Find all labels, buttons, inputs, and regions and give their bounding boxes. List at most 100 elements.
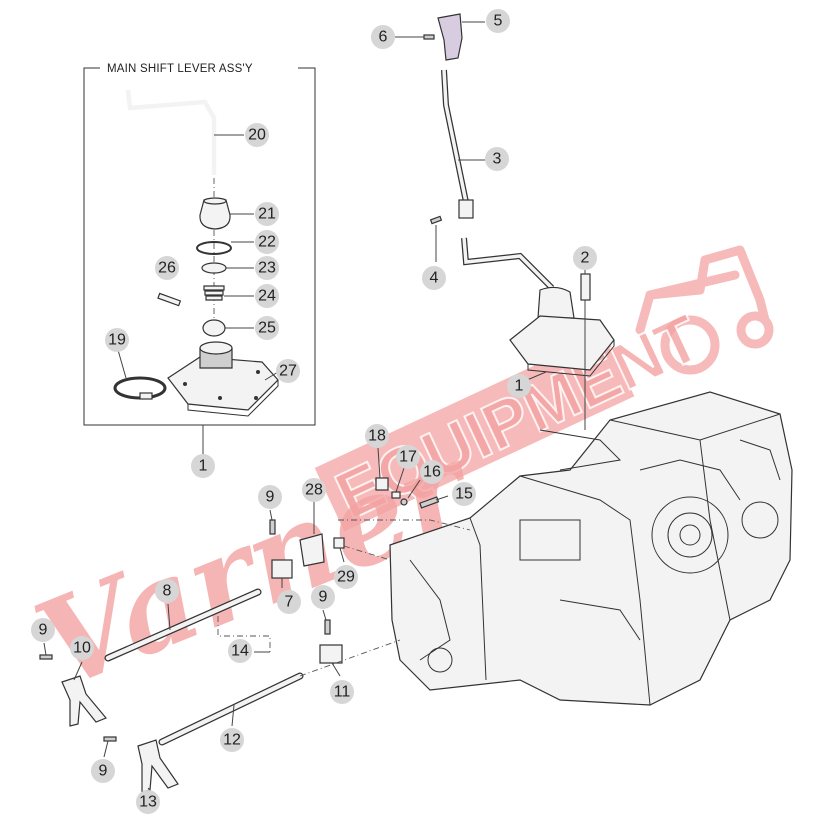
part-13-shift-fork bbox=[137, 739, 179, 793]
callout-18: 18 bbox=[365, 424, 389, 448]
callout-29: 29 bbox=[334, 565, 358, 589]
svg-text:3: 3 bbox=[493, 151, 502, 168]
part-18-bracket bbox=[375, 477, 389, 491]
svg-text:7: 7 bbox=[285, 594, 294, 611]
svg-text:19: 19 bbox=[108, 332, 126, 349]
svg-text:4: 4 bbox=[430, 270, 439, 287]
part-28-bracket bbox=[299, 533, 325, 567]
svg-text:1: 1 bbox=[515, 378, 524, 395]
svg-text:23: 23 bbox=[258, 260, 276, 277]
lower-lever bbox=[461, 237, 555, 291]
callout-6: 6 bbox=[371, 25, 395, 49]
callout-27: 27 bbox=[276, 359, 300, 383]
assembly-box-title: MAIN SHIFT LEVER ASS'Y bbox=[107, 63, 253, 75]
part-1-shift-housing bbox=[509, 286, 615, 377]
svg-text:21: 21 bbox=[258, 206, 276, 223]
part-11-block bbox=[319, 644, 343, 664]
svg-text:17: 17 bbox=[399, 449, 417, 466]
callout-1: 1 bbox=[507, 374, 531, 398]
callouts: 1 1 2 3 4 5 6 7 8 9 9 9 9 10 11 12 13 14… bbox=[31, 9, 597, 814]
callout-22: 22 bbox=[255, 230, 279, 254]
shift-lever-parts bbox=[423, 13, 615, 430]
callout-16: 16 bbox=[420, 460, 444, 484]
callout-17: 17 bbox=[396, 445, 420, 469]
callout-9: 9 bbox=[311, 585, 335, 609]
svg-text:14: 14 bbox=[231, 643, 249, 660]
part-19-clamp bbox=[113, 376, 167, 400]
svg-text:10: 10 bbox=[73, 640, 91, 657]
callout-14: 14 bbox=[228, 639, 252, 663]
callout-12: 12 bbox=[220, 728, 244, 752]
svg-text:6: 6 bbox=[379, 29, 388, 46]
callout-15: 15 bbox=[452, 482, 476, 506]
callout-10: 10 bbox=[70, 636, 94, 660]
svg-text:29: 29 bbox=[337, 569, 355, 586]
svg-text:26: 26 bbox=[158, 260, 176, 277]
svg-text:9: 9 bbox=[39, 622, 48, 639]
callout-23: 23 bbox=[255, 256, 279, 280]
callout-4: 4 bbox=[422, 266, 446, 290]
svg-text:13: 13 bbox=[139, 794, 157, 811]
part-17-plug bbox=[391, 491, 401, 499]
callout-1: 1 bbox=[191, 454, 215, 478]
part-9-pin-d bbox=[103, 736, 117, 742]
svg-text:25: 25 bbox=[258, 320, 276, 337]
transmission-case bbox=[389, 391, 793, 706]
callout-7: 7 bbox=[277, 590, 301, 614]
svg-text:18: 18 bbox=[368, 428, 386, 445]
svg-text:22: 22 bbox=[258, 234, 276, 251]
part-5-knob bbox=[437, 13, 463, 61]
callout-25: 25 bbox=[255, 316, 279, 340]
part-23-washer bbox=[201, 262, 227, 274]
callout-11: 11 bbox=[330, 680, 354, 704]
svg-text:11: 11 bbox=[334, 684, 351, 701]
svg-text:15: 15 bbox=[455, 486, 473, 503]
svg-text:16: 16 bbox=[423, 464, 441, 481]
callout-5: 5 bbox=[486, 9, 510, 33]
svg-text:5: 5 bbox=[494, 13, 503, 30]
part-10-shift-fork bbox=[61, 675, 107, 727]
part-16-ball bbox=[400, 498, 408, 506]
part-27-housing bbox=[167, 341, 279, 417]
callout-8: 8 bbox=[155, 579, 179, 603]
svg-text:28: 28 bbox=[305, 482, 323, 499]
callout-20: 20 bbox=[245, 123, 269, 147]
svg-text:2: 2 bbox=[581, 250, 590, 267]
svg-text:9: 9 bbox=[99, 763, 108, 780]
callout-28: 28 bbox=[302, 478, 326, 502]
callout-9: 9 bbox=[258, 485, 282, 509]
part-29-plug bbox=[333, 537, 345, 549]
svg-text:24: 24 bbox=[258, 288, 276, 305]
callout-24: 24 bbox=[255, 284, 279, 308]
part-4-pin bbox=[429, 215, 443, 225]
part-21-boot bbox=[199, 197, 231, 230]
part-6-screw bbox=[423, 34, 435, 40]
callout-21: 21 bbox=[255, 202, 279, 226]
part-25-seat bbox=[202, 319, 226, 337]
callout-13: 13 bbox=[136, 790, 160, 814]
svg-text:9: 9 bbox=[319, 589, 328, 606]
tractor-watermark-icon bbox=[635, 245, 774, 375]
callout-2: 2 bbox=[573, 246, 597, 270]
part-22-snap-ring bbox=[196, 241, 232, 255]
callout-26: 26 bbox=[155, 256, 179, 280]
shift-rods-and-forks bbox=[39, 477, 471, 793]
svg-text:9: 9 bbox=[266, 489, 275, 506]
part-20-lever bbox=[125, 89, 217, 330]
callout-9: 9 bbox=[31, 618, 55, 642]
callout-3: 3 bbox=[485, 147, 509, 171]
part-9-pin-c bbox=[39, 654, 53, 660]
main-shift-lever-assembly-box: MAIN SHIFT LEVER ASS'Y bbox=[83, 63, 316, 455]
part-2-bolt bbox=[580, 273, 591, 301]
svg-text:1: 1 bbox=[199, 458, 208, 475]
svg-text:12: 12 bbox=[223, 732, 241, 749]
part-26-pin bbox=[157, 292, 182, 307]
part-7-block bbox=[271, 559, 293, 579]
part-9-pin-a bbox=[269, 519, 276, 535]
callout-19: 19 bbox=[105, 328, 129, 352]
svg-text:27: 27 bbox=[279, 363, 297, 380]
part-9-pin-b bbox=[324, 619, 331, 635]
callout-9: 9 bbox=[91, 759, 115, 783]
svg-text:8: 8 bbox=[163, 583, 172, 600]
